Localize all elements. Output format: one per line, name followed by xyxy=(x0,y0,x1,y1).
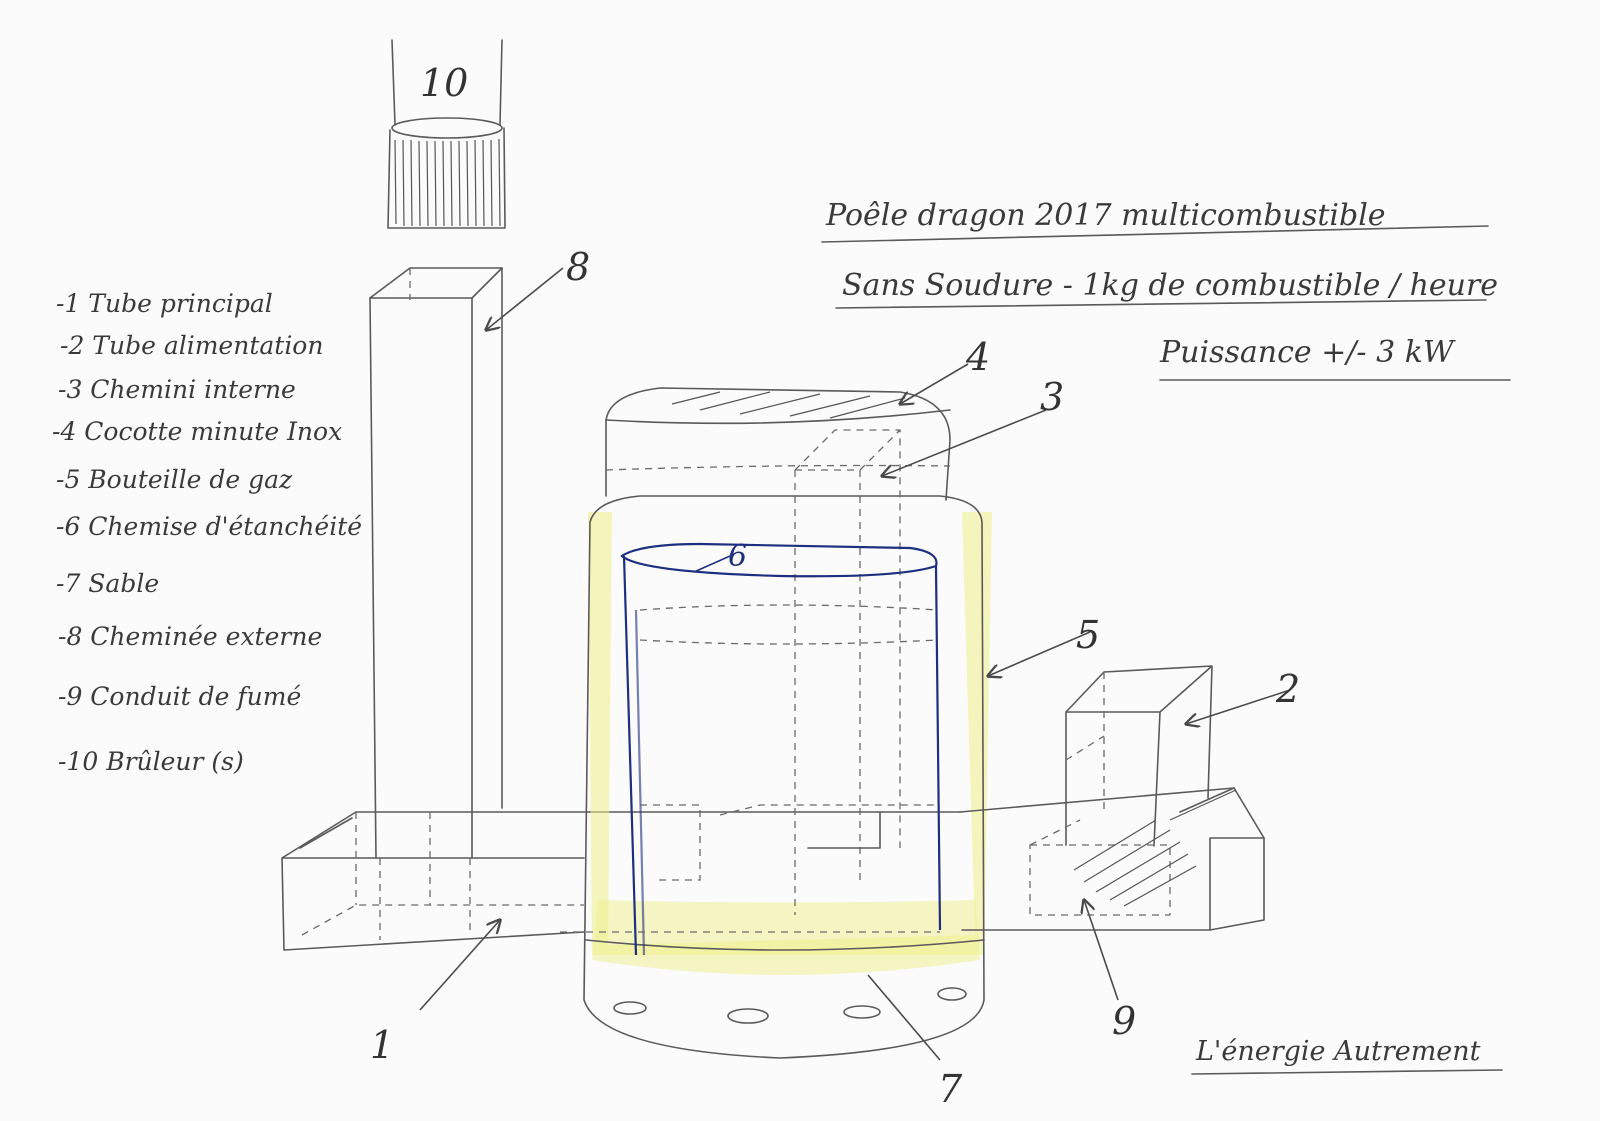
feed-tube-drawing: 2 xyxy=(1065,665,1300,847)
sealing-jacket-drawing: 6 xyxy=(560,539,942,956)
burner-drawing: 10 xyxy=(387,39,506,229)
signature: L'énergie Autrement xyxy=(1191,1036,1503,1075)
callout-7: 7 xyxy=(938,1067,963,1111)
main-tube-drawing: 1 xyxy=(281,811,961,1067)
legend-item: -5 Bouteille de gaz xyxy=(56,465,293,494)
legend-item: -3 Chemini interne xyxy=(58,375,296,404)
legend-item: -7 Sable xyxy=(56,569,159,598)
signature-text: L'énergie Autrement xyxy=(1195,1036,1481,1067)
legend-item: -2 Tube alimentation xyxy=(60,331,323,360)
inner-chimney-drawing: 3 xyxy=(794,375,1064,915)
smoke-duct-drawing: 9 xyxy=(959,787,1265,1043)
callout-9: 9 xyxy=(1112,999,1136,1043)
legend-item: -9 Conduit de fumé xyxy=(58,682,301,711)
title-line-2: Sans Soudure - 1kg de combustible / heur… xyxy=(842,268,1498,303)
callout-1: 1 xyxy=(370,1023,394,1067)
legend: -1 Tube principal -2 Tube alimentation -… xyxy=(52,289,362,776)
external-chimney-drawing: 8 xyxy=(369,245,590,859)
title-block: Poêle dragon 2017 multicombustible Sans … xyxy=(821,198,1511,381)
pressure-cooker-drawing: 4 xyxy=(605,335,990,501)
title-line-3: Puissance +/- 3 kW xyxy=(1159,335,1456,370)
legend-item: -10 Brûleur (s) xyxy=(58,747,244,776)
callout-5: 5 xyxy=(1076,613,1100,657)
callout-3: 3 xyxy=(1040,375,1064,419)
legend-item: -8 Cheminée externe xyxy=(58,622,322,651)
title-line-1: Poêle dragon 2017 multicombustible xyxy=(825,198,1386,233)
callout-6: 6 xyxy=(728,539,747,574)
legend-item: -1 Tube principal xyxy=(56,289,273,318)
gas-bottle-drawing: 5 7 xyxy=(583,495,1100,1111)
callout-2: 2 xyxy=(1275,667,1300,711)
callout-8: 8 xyxy=(566,245,590,289)
callout-4: 4 xyxy=(965,335,990,379)
legend-item: -6 Chemise d'étanchéité xyxy=(56,512,362,541)
callout-10: 10 xyxy=(420,61,468,105)
legend-item: -4 Cocotte minute Inox xyxy=(52,417,342,446)
